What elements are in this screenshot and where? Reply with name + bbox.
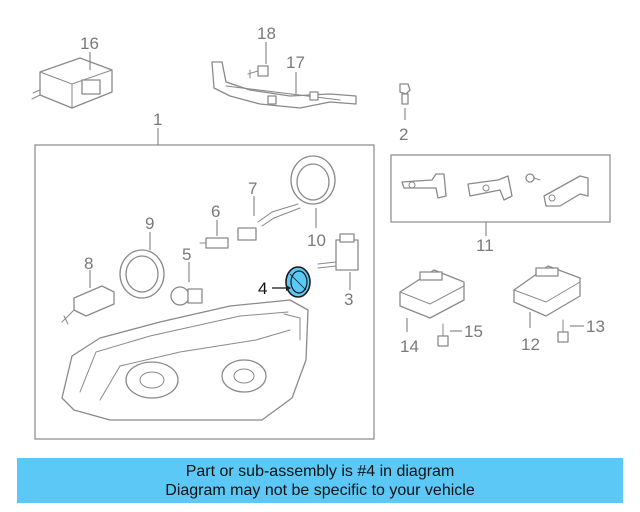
part-12-control-unit bbox=[513, 265, 581, 328]
part-16-control-module bbox=[31, 52, 113, 109]
callout-6: 6 bbox=[211, 202, 220, 221]
callout-18: 18 bbox=[257, 24, 276, 43]
part-9-ring bbox=[119, 232, 165, 299]
callout-1: 1 bbox=[153, 110, 162, 129]
part-3-hid-bulb bbox=[317, 233, 359, 290]
headlamp-housing bbox=[61, 299, 309, 421]
part-4-retaining-ring bbox=[272, 266, 311, 298]
part-17-bracket bbox=[211, 61, 357, 109]
part-5-bulb bbox=[170, 262, 203, 306]
callout-17: 17 bbox=[286, 53, 305, 72]
part-14-control-unit bbox=[399, 269, 465, 332]
part-15-screw bbox=[437, 323, 462, 347]
callout-9: 9 bbox=[145, 214, 154, 233]
part-13-screw bbox=[557, 319, 584, 343]
part-8-adjuster bbox=[61, 270, 115, 325]
callout-4: 4 bbox=[258, 279, 267, 298]
part-18-screw bbox=[247, 42, 269, 79]
callout-14: 14 bbox=[400, 337, 419, 356]
callout-2: 2 bbox=[399, 125, 408, 144]
callout-5: 5 bbox=[182, 245, 191, 264]
callout-15: 15 bbox=[464, 322, 483, 341]
info-banner: Part or sub-assembly is #4 in diagram Di… bbox=[17, 458, 623, 503]
callout-12: 12 bbox=[521, 335, 540, 354]
callout-13: 13 bbox=[586, 317, 605, 336]
callout-7: 7 bbox=[248, 179, 257, 198]
banner-line-1: Part or sub-assembly is #4 in diagram bbox=[185, 462, 455, 480]
callout-3: 3 bbox=[344, 290, 353, 309]
callout-10: 10 bbox=[307, 231, 326, 250]
callout-8: 8 bbox=[84, 254, 93, 273]
part-6-bulb bbox=[199, 220, 229, 249]
callout-11: 11 bbox=[476, 236, 494, 255]
parts-diagram: 16 18 17 2 1 11 bbox=[31, 24, 611, 440]
bracket-set-frame bbox=[390, 154, 611, 223]
part-2-bolt bbox=[399, 83, 411, 120]
part-10-ring bbox=[290, 155, 336, 228]
callout-16: 16 bbox=[80, 34, 99, 53]
part-7-wire-socket bbox=[237, 196, 301, 241]
banner-line-2: Diagram may not be specific to your vehi… bbox=[165, 481, 475, 499]
part-11-brackets bbox=[401, 173, 589, 236]
headlamp-assembly-frame bbox=[34, 144, 375, 440]
